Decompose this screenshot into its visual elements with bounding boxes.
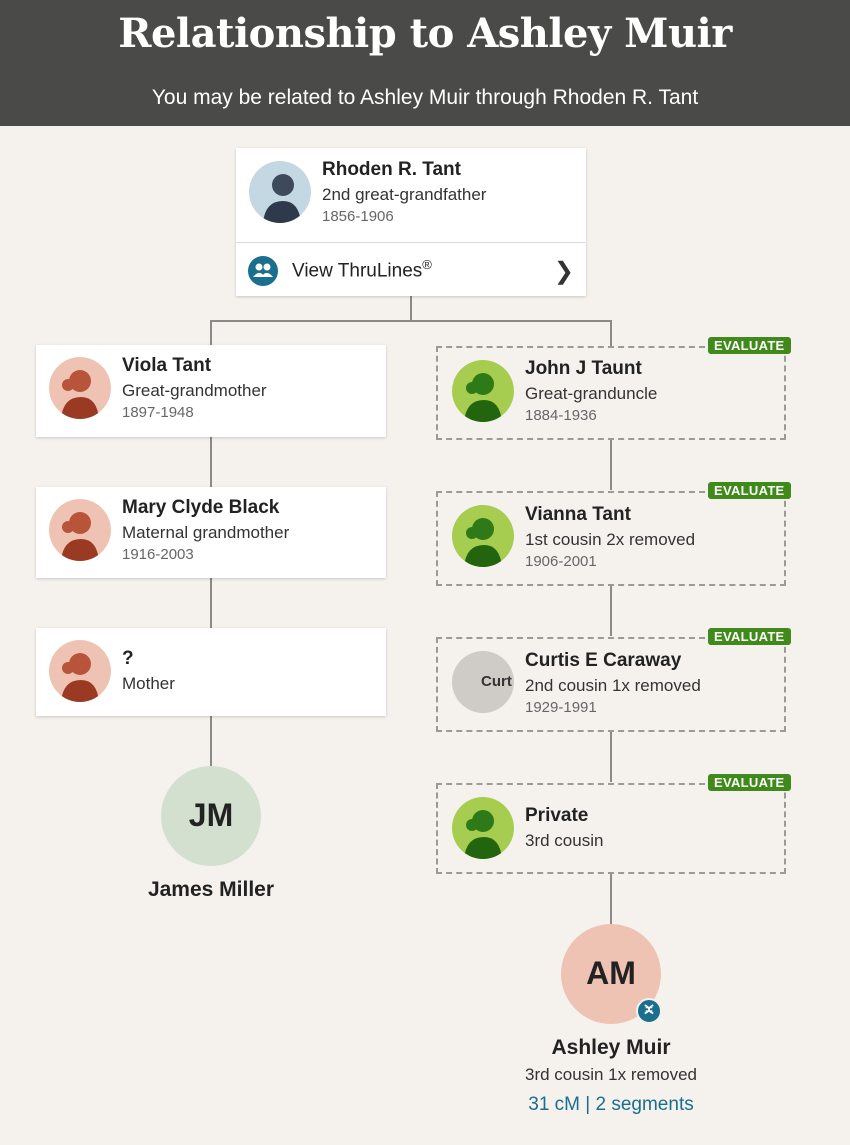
person-dates: 1916-2003 (122, 546, 194, 563)
person-dates: 1929-1991 (525, 699, 597, 716)
view-thrulines-button[interactable]: View ThruLines® ❯ (236, 242, 586, 297)
connector-line (210, 578, 212, 628)
person-dates: 1884-1936 (525, 407, 597, 424)
connector-line (610, 440, 612, 490)
photo-placeholder-text: Curt (481, 673, 512, 690)
match-relationship: 3rd cousin 1x removed (525, 1065, 697, 1084)
connector-line (410, 296, 412, 321)
evaluate-person-card[interactable]: Curt Curtis E Caraway 2nd cousin 1x remo… (436, 637, 786, 732)
person-name: Vianna Tant (525, 504, 631, 525)
male-avatar-icon (249, 161, 311, 223)
person-relationship: 1st cousin 2x removed (525, 530, 696, 549)
ancestor-card[interactable]: Rhoden R. Tant 2nd great-grandfather 185… (236, 148, 586, 296)
person-name: Rhoden R. Tant (322, 159, 461, 180)
chevron-right-icon: ❯ (553, 258, 574, 285)
person-card[interactable]: Mary Clyde Black Maternal grandmother 19… (36, 487, 386, 578)
person-relationship: Maternal grandmother (122, 523, 290, 542)
self-initials: JM (188, 797, 234, 833)
self-name[interactable]: James Miller (147, 878, 275, 901)
match-initials: AM (586, 955, 636, 991)
person-relationship: 2nd great-grandfather (322, 185, 487, 204)
page-header: Relationship to Ashley Muir You may be r… (0, 0, 850, 126)
green-avatar-icon (452, 797, 514, 859)
person-relationship: Great-granduncle (525, 384, 658, 403)
green-avatar-icon (452, 505, 514, 567)
dna-match-icon (636, 998, 662, 1024)
person-name: ? (122, 648, 134, 669)
connector-line (610, 732, 612, 782)
person-name: Private (525, 805, 589, 826)
evaluate-badge[interactable]: EVALUATE (708, 337, 791, 354)
connector-line (610, 874, 612, 926)
person-dates: 1897-1948 (122, 404, 194, 421)
page-subtitle: You may be related to Ashley Muir throug… (151, 86, 699, 109)
person-card[interactable]: Viola Tant Great-grandmother 1897-1948 (36, 345, 386, 437)
evaluate-badge[interactable]: EVALUATE (708, 628, 791, 645)
person-name: Curtis E Caraway (525, 650, 682, 671)
connector-line (210, 437, 212, 487)
connector-line (610, 586, 612, 636)
connector-line (610, 320, 612, 346)
person-name: John J Taunt (525, 358, 642, 379)
connector-line (210, 320, 612, 322)
evaluate-badge[interactable]: EVALUATE (708, 482, 791, 499)
evaluate-badge[interactable]: EVALUATE (708, 774, 791, 791)
photo-placeholder-avatar: Curt (452, 651, 514, 713)
person-dates: 1906-2001 (525, 553, 597, 570)
self-initials-avatar[interactable]: JM (161, 766, 261, 866)
person-name: Viola Tant (122, 355, 212, 376)
dna-shared-link[interactable]: 31 cM | 2 segments (528, 1094, 694, 1115)
evaluate-person-card[interactable]: Vianna Tant 1st cousin 2x removed 1906-2… (436, 491, 786, 586)
thrulines-icon (248, 256, 278, 286)
connector-line (210, 716, 212, 768)
evaluate-person-card[interactable]: Private 3rd cousin (436, 783, 786, 874)
person-dates: 1856-1906 (322, 208, 394, 225)
person-relationship: Mother (122, 674, 175, 693)
page-title: Relationship to Ashley Muir (118, 10, 732, 57)
green-avatar-icon (452, 360, 514, 422)
registered-mark: ® (422, 257, 432, 272)
female-avatar-icon (49, 357, 111, 419)
person-card[interactable]: ? Mother (36, 628, 386, 716)
female-avatar-icon (49, 499, 111, 561)
female-avatar-icon (49, 640, 111, 702)
person-relationship: 2nd cousin 1x removed (525, 676, 701, 695)
evaluate-person-card[interactable]: John J Taunt Great-granduncle 1884-1936 (436, 346, 786, 440)
connector-line (210, 320, 212, 345)
person-relationship: Great-grandmother (122, 381, 267, 400)
person-relationship: 3rd cousin (525, 831, 604, 850)
person-name: Mary Clyde Black (122, 497, 280, 518)
match-name[interactable]: Ashley Muir (551, 1036, 671, 1059)
thrulines-label: View ThruLines® (292, 257, 432, 282)
